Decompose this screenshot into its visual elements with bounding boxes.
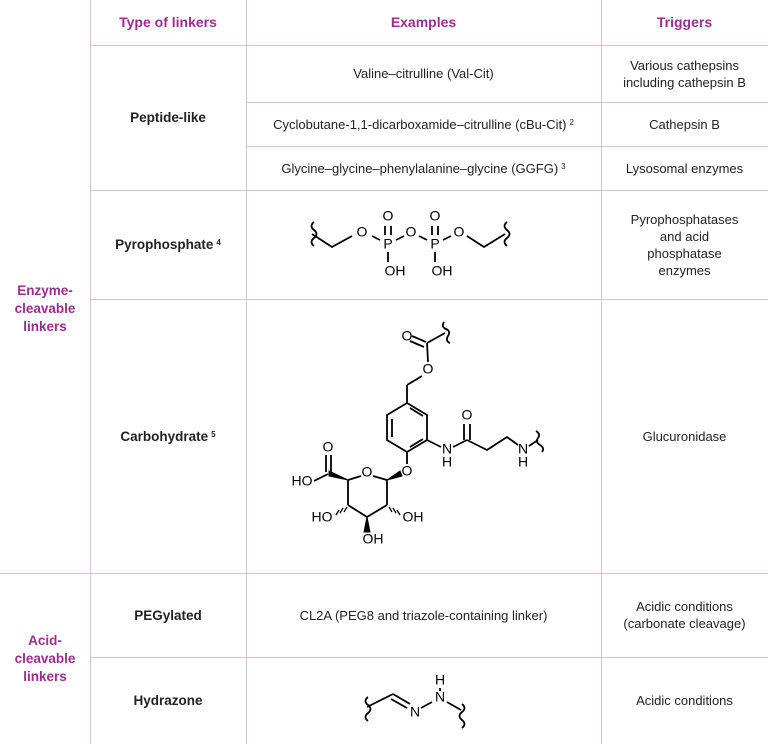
column-divider (90, 0, 91, 744)
row-divider (90, 45, 768, 46)
atom-label: OH (403, 509, 424, 525)
reference: 5 (211, 429, 216, 439)
example-val-cit: Valine–citrulline (Val-Cit) (353, 66, 494, 81)
atom-label: OH (363, 531, 384, 547)
atom-label: O (323, 439, 334, 455)
atom-label: P (430, 236, 439, 252)
group-enzyme-cleavable: Enzyme- cleavable linkers (14, 283, 76, 334)
trigger-pegylated: Acidic conditions (carbonate cleavage) (623, 599, 746, 631)
trigger-pyrophosphate: Pyrophosphatases and acid phosphatase en… (630, 211, 739, 278)
atom-label: O (357, 224, 368, 240)
type-hydrazone: Hydrazone (133, 693, 203, 708)
header-triggers: Triggers (656, 14, 713, 30)
atom-label: O (423, 361, 434, 377)
type-pegylated: PEGylated (134, 607, 202, 623)
group-acid-cleavable: Acid- cleavable linkers (14, 632, 76, 684)
row-divider (246, 102, 768, 103)
atom-label: N (518, 441, 528, 457)
atom-label: N (410, 704, 420, 720)
trigger-carbohydrate: Glucuronidase (642, 428, 727, 444)
trigger-ggfg: Lysosomal enzymes (625, 160, 744, 176)
atom-label: H (442, 454, 452, 470)
atom-label: O (362, 464, 373, 480)
row-divider (90, 190, 768, 191)
reference: 2 (569, 117, 574, 127)
row-divider (90, 299, 768, 300)
header-examples: Examples (390, 14, 457, 30)
example-ggfg: Glycine–glycine–phenylalanine–glycine (G… (246, 146, 601, 190)
atom-label: N (442, 441, 452, 457)
atom-label: O (430, 208, 441, 224)
atom-label: HO (312, 509, 333, 525)
group-divider (0, 573, 768, 574)
atom-label: O (402, 463, 413, 479)
example-cbu-cit: Cyclobutane-1,1-dicarboxamide–citrulline… (246, 102, 601, 146)
row-divider (246, 146, 768, 147)
trigger-hydrazone: Acidic conditions (636, 693, 733, 708)
trigger-cbu-cit: Cathepsin B (649, 116, 720, 132)
atom-label: O (406, 224, 417, 240)
row-divider (90, 657, 768, 658)
atom-label: O (383, 208, 394, 224)
header-type: Type of linkers (119, 14, 217, 30)
atom-label: H (435, 672, 445, 688)
column-divider (246, 0, 247, 744)
column-divider (601, 0, 602, 744)
atom-label: O (454, 224, 465, 240)
atom-label: H (518, 454, 528, 470)
type-peptide-like: Peptide-like (130, 110, 206, 125)
atom-label: OH (385, 263, 406, 279)
reference: 3 (561, 161, 566, 171)
atom-label: HO (292, 473, 313, 489)
atom-label: N (435, 689, 445, 705)
trigger-val-cit: Various cathepsins including cathepsin B (623, 57, 746, 90)
atom-label: O (402, 328, 413, 344)
atom-label: P (383, 236, 392, 252)
reference: 4 (216, 238, 221, 247)
atom-label: O (462, 407, 473, 423)
example-cl2a: CL2A (PEG8 and triazole-containing linke… (299, 607, 548, 623)
atom-label: OH (432, 263, 453, 279)
